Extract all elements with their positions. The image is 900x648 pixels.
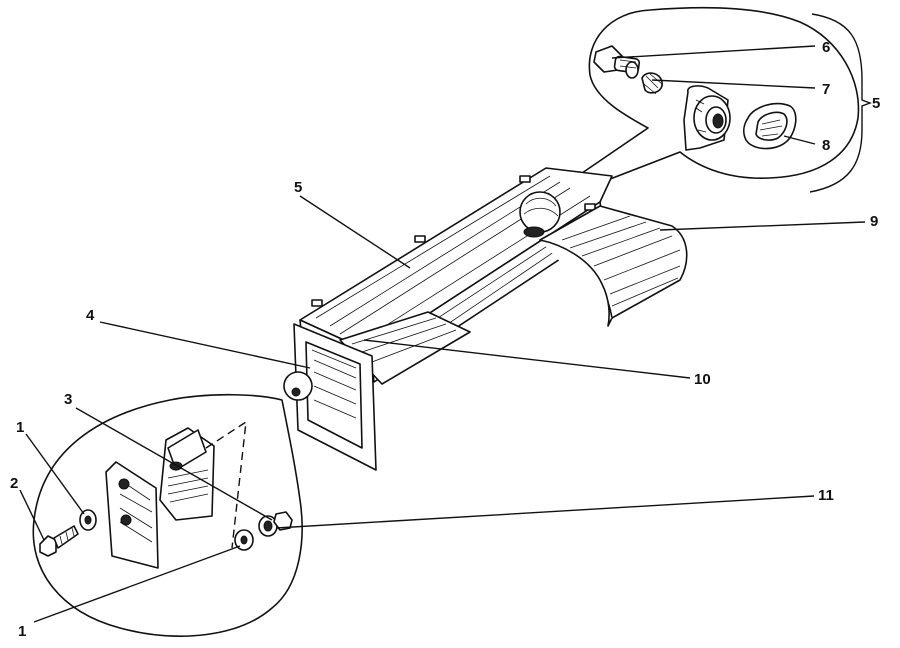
bottom-detail-bubble bbox=[32, 393, 303, 637]
plate-part-3 bbox=[159, 427, 215, 521]
callout-11: 11 bbox=[818, 487, 834, 504]
washer-part-1-top bbox=[79, 509, 97, 531]
bolt-part-2 bbox=[39, 525, 79, 557]
clamp-plate bbox=[105, 461, 159, 569]
connection-ball bbox=[519, 191, 561, 238]
leader-lines bbox=[19, 45, 866, 623]
dashed-guide bbox=[205, 420, 247, 549]
bolt-part-6 bbox=[593, 45, 641, 79]
callout-10: 10 bbox=[694, 371, 711, 388]
callout-8: 8 bbox=[822, 137, 830, 154]
callout-7: 7 bbox=[822, 81, 830, 98]
bracket-with-nut bbox=[683, 85, 731, 151]
slotted-plate-part-8 bbox=[743, 102, 797, 150]
spring-washer-part-7 bbox=[641, 72, 663, 95]
callout-5-main: 5 bbox=[294, 179, 302, 196]
callout-4: 4 bbox=[86, 307, 95, 324]
callout-6: 6 bbox=[822, 39, 830, 56]
callout-2: 2 bbox=[10, 475, 18, 492]
nut-part-11 bbox=[258, 511, 293, 537]
callout-9: 9 bbox=[870, 213, 878, 230]
cover-part-9 bbox=[539, 205, 688, 327]
bracket-5 bbox=[809, 13, 872, 193]
bracket-panel-part-4 bbox=[283, 323, 377, 471]
callout-1-top: 1 bbox=[16, 419, 24, 436]
washer-part-1-bottom bbox=[234, 529, 254, 551]
callout-5-bracket: 5 bbox=[872, 95, 880, 112]
callout-3: 3 bbox=[64, 391, 72, 408]
callout-1-bottom: 1 bbox=[18, 623, 26, 640]
